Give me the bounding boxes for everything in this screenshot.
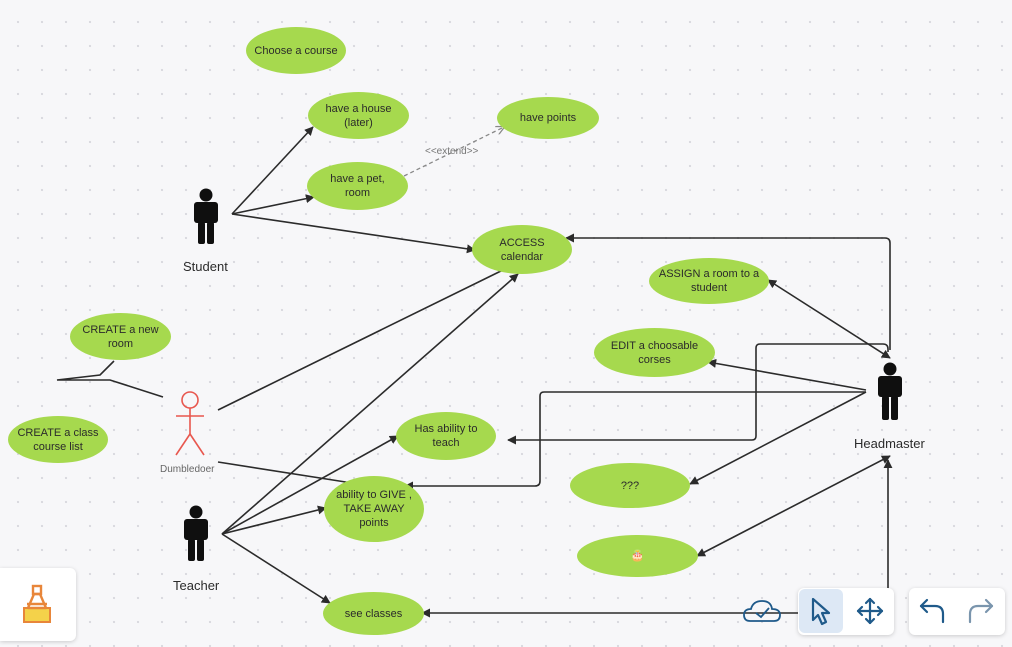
move-tool-button[interactable] — [848, 589, 892, 633]
usecase-create-class[interactable]: CREATE a class course list — [8, 416, 108, 463]
usecase-label: ASSIGN a room to a student — [658, 268, 760, 294]
line-dumbledore-createroom[interactable] — [56, 360, 164, 398]
line-headmaster-givepoints[interactable] — [404, 391, 866, 491]
line-headmaster-question[interactable] — [689, 391, 867, 485]
usecase-give-points[interactable]: ability to GIVE , TAKE AWAY points — [324, 476, 424, 542]
actor-student-figure[interactable] — [194, 188, 218, 245]
actor-label-dumbledore: Dumbledoer — [160, 464, 215, 475]
usecase-see-classes[interactable]: see classes — [323, 592, 424, 635]
line-student-house[interactable] — [231, 126, 314, 215]
line-dumbledore-calendar[interactable] — [217, 268, 506, 411]
history-panel — [909, 588, 1005, 635]
usecase-create-room[interactable]: CREATE a new room — [70, 313, 171, 360]
undo-icon — [919, 598, 945, 624]
usecase-edit-courses[interactable]: EDIT a choosable corses — [594, 328, 715, 377]
actor-teacher-figure[interactable] — [184, 505, 208, 562]
usecase-have-house[interactable]: have a house (later) — [308, 92, 409, 139]
usecase-question[interactable]: ??? — [570, 463, 690, 508]
redo-icon — [968, 598, 994, 624]
tool-panel — [798, 588, 894, 635]
line-teacher-calendar[interactable] — [221, 273, 519, 535]
usecase-choose-course[interactable]: Choose a course — [246, 27, 346, 74]
usecase-label: Has ability to teach — [414, 423, 478, 449]
line-headmaster-calendar[interactable] — [565, 233, 891, 350]
cloud-check-icon — [743, 600, 781, 622]
usecase-label: CREATE a new room — [82, 323, 159, 350]
line-headmaster-cake[interactable] — [696, 455, 891, 557]
line-teacher-givepoints[interactable] — [221, 505, 327, 535]
select-tool-button[interactable] — [799, 589, 843, 633]
actor-headmaster-figure[interactable] — [878, 362, 902, 421]
usecase-label: EDIT a choosable corses — [610, 339, 699, 366]
usecase-label: ACCESS calendar — [499, 236, 545, 263]
usecase-label: see classes — [344, 607, 403, 620]
usecase-label: ??? — [620, 479, 640, 492]
app-logo-panel[interactable] — [0, 568, 76, 641]
usecase-label: have points — [519, 112, 577, 124]
undo-button[interactable] — [910, 589, 954, 633]
usecase-label: 🎂 — [630, 550, 645, 562]
usecase-cake[interactable]: 🎂 — [577, 535, 698, 577]
line-headmaster-teach[interactable] — [507, 343, 889, 445]
cursor-icon — [811, 597, 831, 626]
line-teacher-seeclasses[interactable] — [221, 533, 331, 604]
usecase-label: CREATE a class course list — [17, 426, 99, 453]
move-icon — [856, 597, 884, 625]
usecase-have-pet[interactable]: have a pet, room — [307, 162, 408, 210]
usecase-assign-room[interactable]: ASSIGN a room to a student — [649, 258, 769, 304]
line-headmaster-assign[interactable] — [767, 279, 891, 359]
line-student-calendar[interactable] — [231, 213, 476, 254]
marker-icon — [23, 584, 51, 623]
actor-label-teacher: Teacher — [173, 578, 220, 593]
usecase-label: have a pet, room — [330, 173, 385, 199]
usecase-label: ability to GIVE , TAKE AWAY points — [336, 489, 412, 529]
redo-button[interactable] — [959, 589, 1003, 633]
usecase-label: Choose a course — [254, 44, 338, 57]
usecase-access-calendar[interactable]: ACCESS calendar — [472, 225, 572, 274]
line-teacher-teach[interactable] — [221, 435, 399, 535]
actor-dumbledore-figure[interactable] — [175, 391, 205, 456]
usecase-ability-teach[interactable]: Has ability to teach — [396, 412, 496, 460]
actor-label-student: Student — [183, 259, 228, 274]
line-dumbledore-givepoints[interactable] — [217, 461, 353, 484]
extend-label: <<extend>> — [425, 146, 479, 157]
usecase-have-points[interactable]: have points — [497, 97, 599, 139]
usecase-label: have a house (later) — [325, 102, 392, 129]
actor-label-headmaster: Headmaster — [854, 436, 925, 451]
line-student-pet[interactable] — [231, 194, 315, 215]
extend-connector[interactable] — [403, 127, 504, 177]
line-headmaster-edit[interactable] — [707, 358, 867, 391]
